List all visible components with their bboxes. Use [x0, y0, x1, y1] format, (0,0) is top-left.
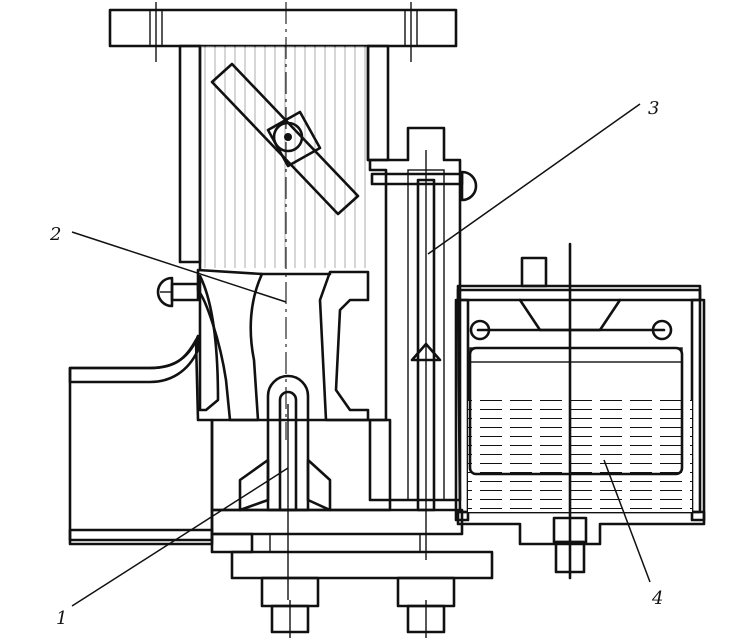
callout-leaders: [71, 103, 651, 607]
float-chamber: [454, 284, 706, 546]
leader-2: [71, 231, 287, 303]
leader-3: [427, 103, 641, 255]
venturi-diffuser: [196, 268, 370, 422]
throttle-valve: [210, 62, 360, 216]
mixing-chamber: [210, 418, 494, 580]
callout-2: 2: [49, 224, 61, 245]
main-jet-tube: [238, 374, 332, 600]
adjusting-screw-left: [156, 276, 200, 308]
leader-4: [603, 459, 651, 583]
callout-3: 3: [648, 98, 659, 119]
callout-4: 4: [651, 588, 663, 609]
callout-1: 1: [56, 608, 67, 629]
leader-1: [71, 467, 289, 607]
air-inlet-pipe: [68, 334, 214, 546]
jet-fitting-left: [260, 576, 320, 638]
jet-fitting-right: [396, 576, 456, 638]
float-lever: [469, 242, 673, 580]
idle-jet-column: [368, 126, 478, 560]
